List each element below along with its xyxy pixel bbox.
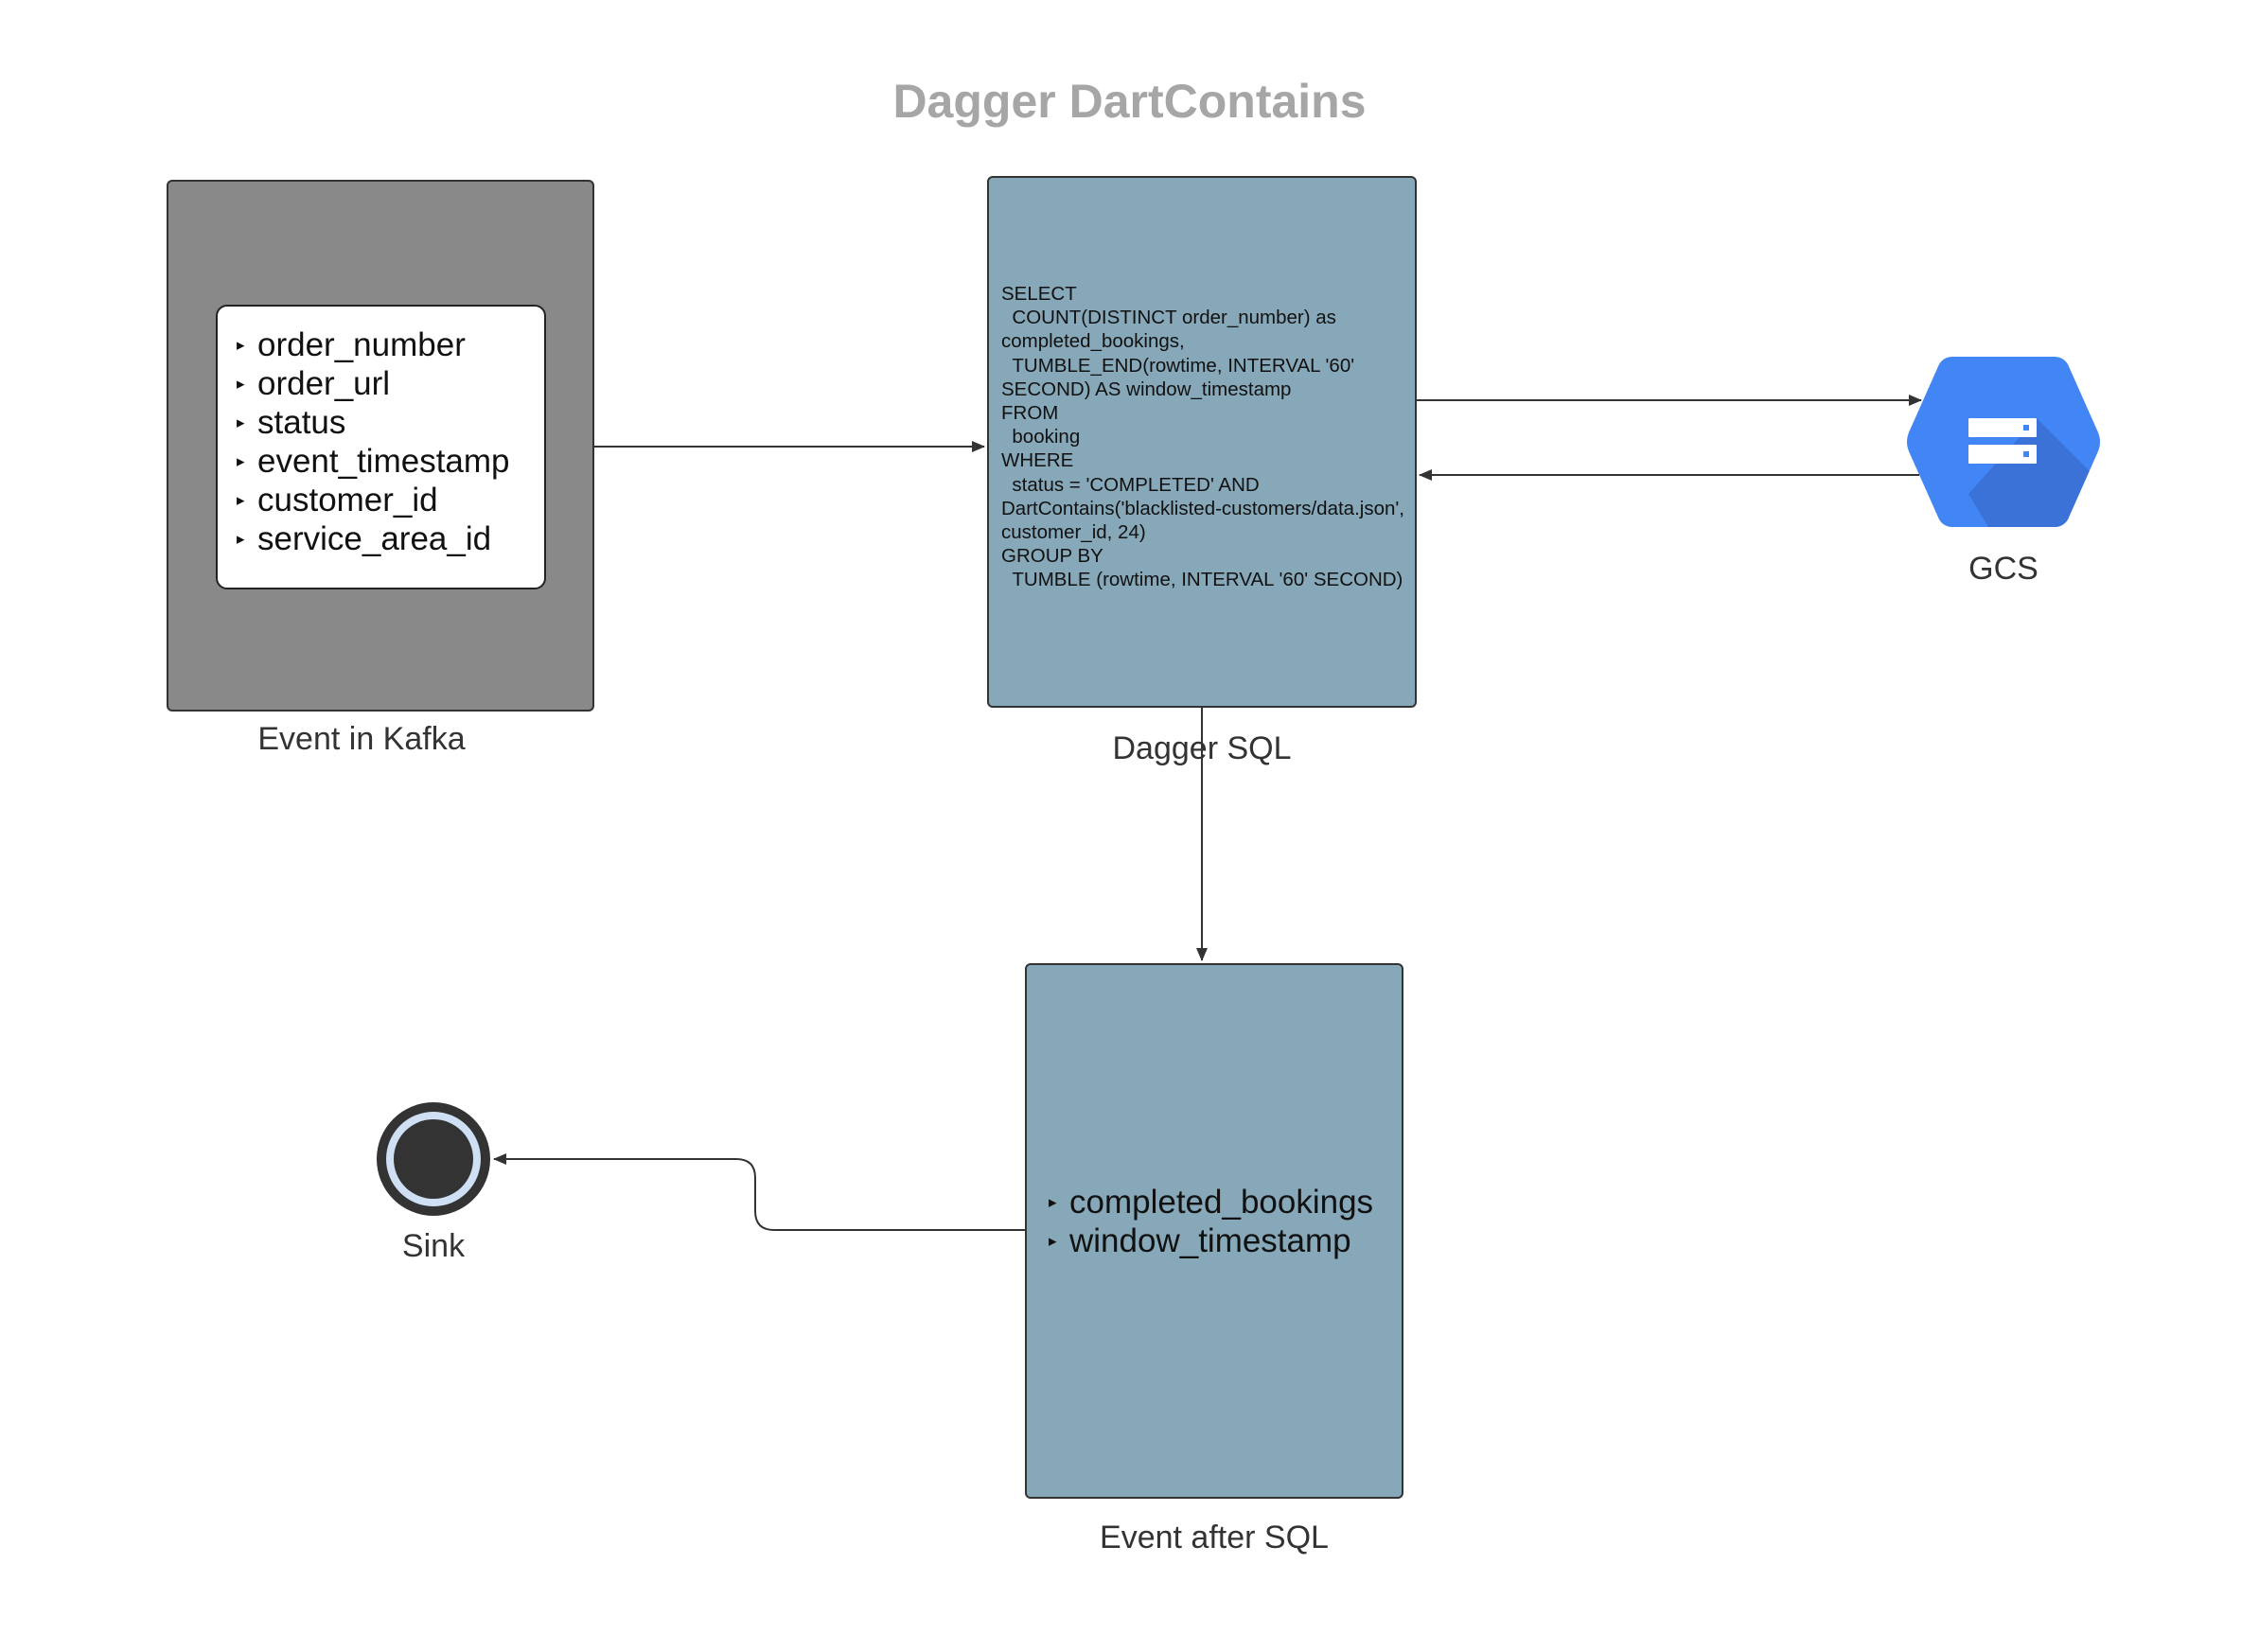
- event-after-sql-fields: ▸ completed_bookings ▸ window_timestamp: [1047, 1183, 1373, 1260]
- field-item: ▸ customer_id: [235, 481, 544, 519]
- arrow-event-after-to-sink: [493, 1153, 1025, 1231]
- field-item: ▸ window_timestamp: [1047, 1221, 1373, 1260]
- gcs-label: GCS: [1968, 551, 2038, 587]
- event-after-sql-field-list: ▸ completed_bookings ▸ window_timestamp: [1047, 1183, 1373, 1260]
- field-item: ▸ status: [235, 403, 544, 442]
- dagger-sql-label: Dagger SQL: [1112, 730, 1292, 766]
- bullet-triangle-icon: ▸: [1049, 1193, 1057, 1211]
- kafka-event-label: Event in Kafka: [257, 721, 466, 757]
- bullet-triangle-icon: ▸: [237, 530, 245, 548]
- bullet-triangle-icon: ▸: [237, 452, 245, 470]
- field-name: order_number: [257, 326, 466, 363]
- field-name: window_timestamp: [1069, 1222, 1351, 1259]
- bullet-triangle-icon: ▸: [237, 336, 245, 354]
- event-after-sql-box: [1025, 963, 1403, 1499]
- dagger-sql-box: [987, 176, 1417, 708]
- field-name: service_area_id: [257, 520, 492, 557]
- field-name: order_url: [257, 365, 391, 402]
- bullet-triangle-icon: ▸: [1049, 1232, 1057, 1250]
- event-after-sql-label: Event after SQL: [1100, 1520, 1329, 1555]
- field-item: ▸ service_area_id: [235, 519, 544, 558]
- bullet-triangle-icon: ▸: [237, 375, 245, 393]
- field-name: event_timestamp: [257, 443, 510, 480]
- bullet-triangle-icon: ▸: [237, 491, 245, 509]
- diagram-title: Dagger DartContains: [892, 75, 1367, 128]
- field-item: ▸ order_number: [235, 325, 544, 364]
- field-name: customer_id: [257, 482, 438, 518]
- end-event-icon: [377, 1102, 490, 1216]
- kafka-field-list: ▸ order_number ▸ order_url ▸ status ▸ event_tim…: [216, 305, 546, 589]
- field-item: ▸ event_timestamp: [235, 442, 544, 481]
- field-item: ▸ completed_bookings: [1047, 1183, 1373, 1221]
- field-name: completed_bookings: [1069, 1184, 1374, 1221]
- bullet-triangle-icon: ▸: [237, 413, 245, 431]
- gcs-storage-icon: [1907, 357, 2100, 527]
- sql-query-text: SELECT COUNT(DISTINCT order_number) as c…: [1001, 283, 1404, 591]
- kafka-fields: ▸ order_number ▸ order_url ▸ status ▸ event_tim…: [235, 325, 544, 558]
- sink-label: Sink: [401, 1228, 466, 1264]
- field-item: ▸ order_url: [235, 364, 544, 403]
- field-name: status: [257, 404, 346, 441]
